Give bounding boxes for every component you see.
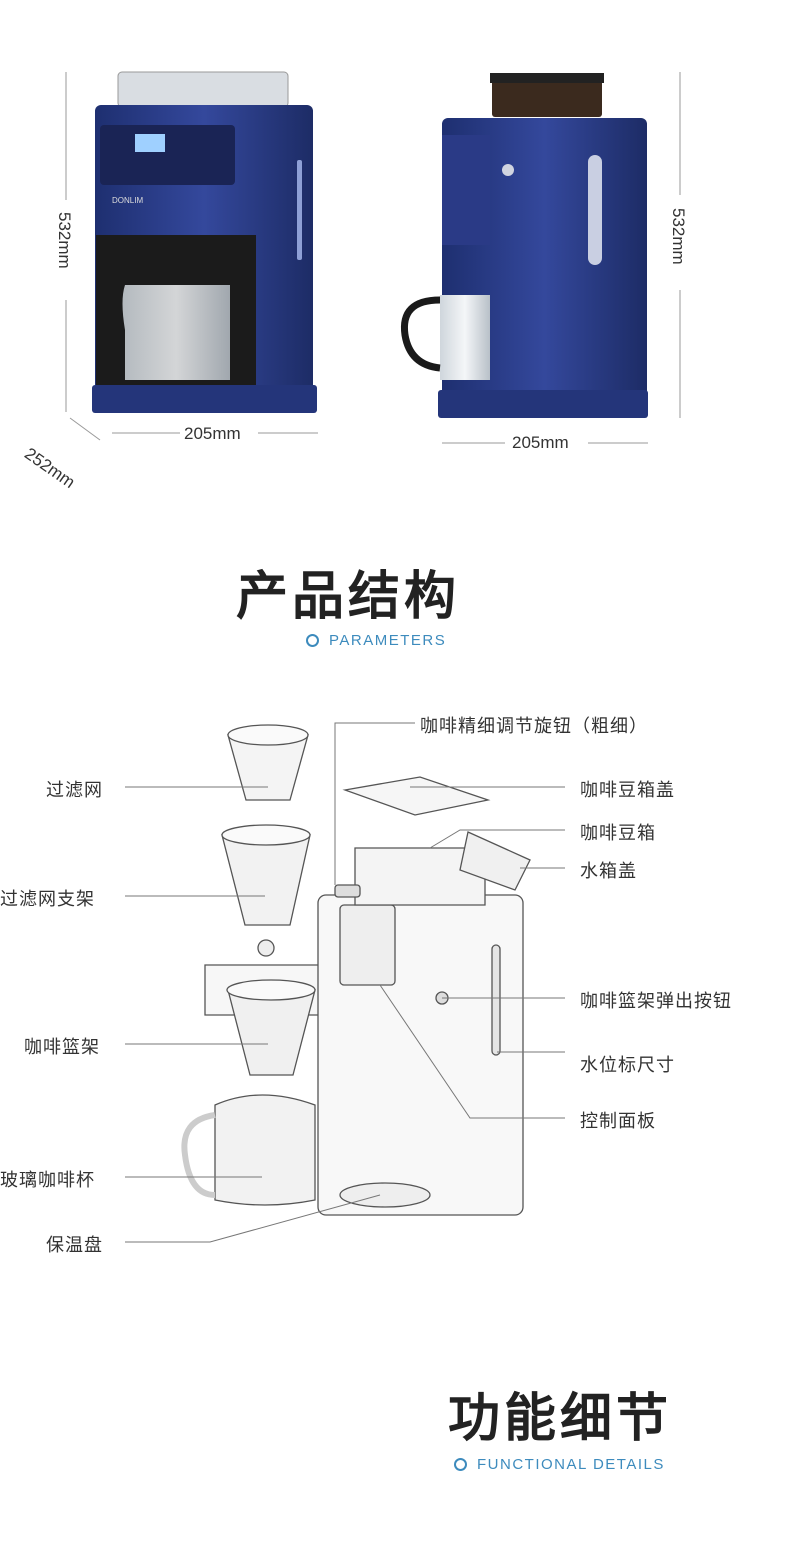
- front-height-label: 532mm: [55, 212, 74, 269]
- structure-diagram: [181, 724, 531, 1216]
- details-title: 功能细节: [448, 1389, 673, 1449]
- front-view-machine: [92, 71, 317, 413]
- part-label-filter-mesh: 过滤网: [46, 780, 103, 801]
- circle-icon: [454, 1458, 467, 1471]
- details-subtitle-text: FUNCTIONAL DETAILS: [477, 1456, 665, 1473]
- side-height-label: 532mm: [669, 208, 688, 265]
- front-width-label: 205mm: [184, 424, 241, 443]
- leader-lines: [125, 722, 565, 1243]
- side-width-label: 205mm: [512, 433, 569, 452]
- part-label-basket-holder: 咖啡篮架: [24, 1037, 100, 1058]
- structure-subtitle: PARAMETERS: [306, 632, 446, 649]
- side-view-machine: [400, 73, 648, 418]
- circle-icon: [306, 634, 319, 647]
- structure-subtitle-text: PARAMETERS: [329, 632, 447, 649]
- part-label-grind-knob: 咖啡精细调节旋钮（粗细）: [420, 716, 648, 737]
- brand-logo: DONLIM: [112, 196, 144, 205]
- part-label-filter-holder: 过滤网支架: [0, 889, 95, 910]
- part-label-tank-lid: 水箱盖: [580, 861, 637, 882]
- part-label-bean-lid: 咖啡豆箱盖: [580, 780, 675, 801]
- part-label-bean-box: 咖啡豆箱: [580, 823, 656, 844]
- dimension-lines: [65, 72, 681, 444]
- part-label-water-gauge: 水位标尺寸: [580, 1055, 675, 1076]
- part-label-control-panel: 控制面板: [580, 1111, 656, 1132]
- details-subtitle: FUNCTIONAL DETAILS: [454, 1456, 665, 1473]
- part-label-basket-release: 咖啡篮架弹出按钮: [580, 991, 732, 1012]
- part-label-glass-carafe: 玻璃咖啡杯: [0, 1170, 95, 1191]
- part-label-warming-plate: 保温盘: [46, 1235, 103, 1256]
- structure-title: 产品结构: [236, 567, 461, 627]
